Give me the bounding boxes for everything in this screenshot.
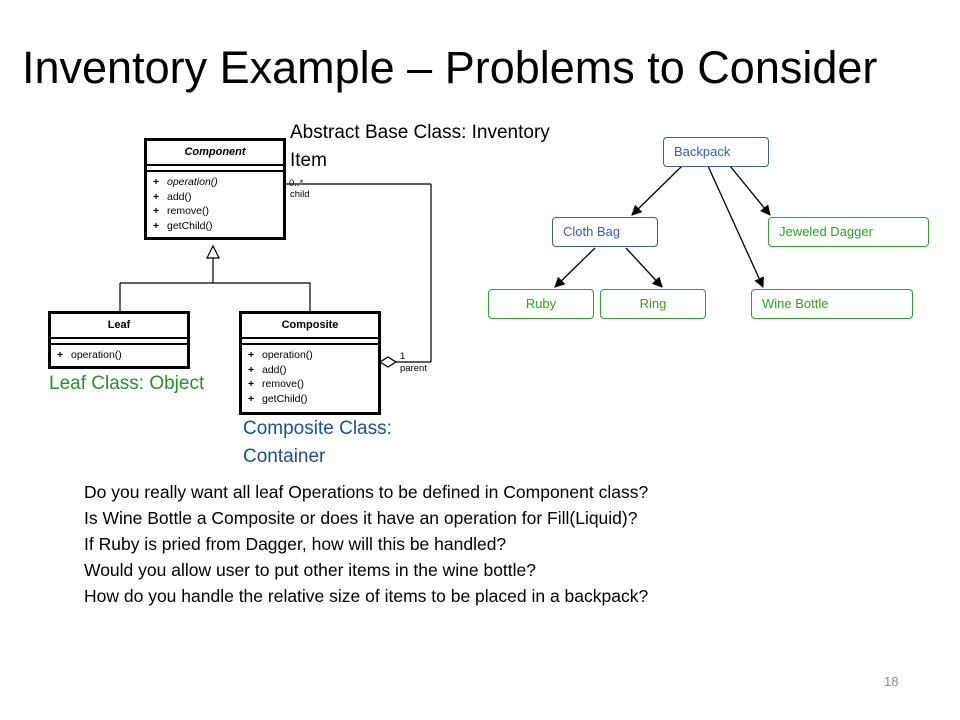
composite-op: +add() (248, 363, 287, 376)
tree-edges (554, 165, 771, 288)
leaf-attr-section (51, 339, 187, 345)
composite-class-name: Composite (242, 314, 378, 339)
leaf-op: +operation() (57, 349, 122, 361)
question-item: Would you allow user to put other items … (84, 560, 537, 580)
abstract-class-label: Abstract Base Class: Inventory Item (290, 119, 550, 175)
component-op: +remove() (153, 205, 210, 217)
component-op: +operation() (153, 176, 218, 188)
multiplicity-parent: 1 (400, 351, 406, 362)
composite-class-label: Composite Class: Container (243, 415, 392, 471)
leaf-ops: +operation() (51, 345, 187, 363)
multiplicity-child: 0..* (289, 178, 304, 189)
composite-class-label-line2: Container (243, 446, 326, 467)
component-op: +add() (153, 190, 192, 203)
tree-node-ring: Ring (600, 289, 706, 319)
leaf-class-label: Leaf Class: Object (49, 373, 205, 394)
abstract-class-label-line1: Abstract Base Class: Inventory (290, 122, 550, 143)
abstract-class-label-line2: Item (290, 150, 327, 171)
composite-attr-section (242, 339, 378, 345)
tree-node-backpack: Backpack (663, 137, 769, 167)
question-item: If Ruby is pried from Dagger, how will t… (84, 534, 507, 554)
tree-node-cloth-bag: Cloth Bag (552, 217, 658, 247)
uml-class-composite: Composite +operation() +add() +remove() … (239, 311, 381, 415)
inheritance-triangle (206, 244, 220, 259)
role-child: child (290, 189, 310, 200)
tree-node-ruby: Ruby (488, 289, 594, 319)
component-op: +getChild() (153, 219, 213, 232)
inheritance-lines (119, 244, 311, 311)
component-ops: +operation() +add() +remove() +getChild(… (147, 172, 283, 233)
aggregation-line (286, 183, 432, 368)
composite-op: +remove() (248, 378, 305, 390)
page-number: 18 (884, 674, 899, 689)
component-attr-section (147, 166, 283, 172)
question-item: How do you handle the relative size of i… (84, 586, 649, 606)
composite-class-label-line1: Composite Class: (243, 418, 392, 439)
role-parent: parent (400, 363, 427, 374)
leaf-class-name: Leaf (51, 314, 187, 339)
uml-class-component: Component +operation() +add() +remove() … (144, 138, 286, 240)
composite-op: +operation() (248, 349, 313, 361)
composite-ops: +operation() +add() +remove() +getChild(… (242, 345, 378, 406)
tree-node-jeweled-dagger: Jeweled Dagger (768, 217, 929, 247)
aggregation-diamond (378, 356, 398, 368)
composite-op: +getChild() (248, 392, 308, 405)
questions-list: Do you really want all leaf Operations t… (84, 479, 648, 609)
tree-node-wine-bottle: Wine Bottle (751, 289, 913, 319)
slide-title: Inventory Example – Problems to Consider (22, 42, 878, 93)
question-item: Do you really want all leaf Operations t… (84, 482, 649, 502)
component-class-name: Component (147, 141, 283, 166)
question-item: Is Wine Bottle a Composite or does it ha… (84, 508, 638, 528)
uml-class-leaf: Leaf +operation() (48, 311, 190, 369)
